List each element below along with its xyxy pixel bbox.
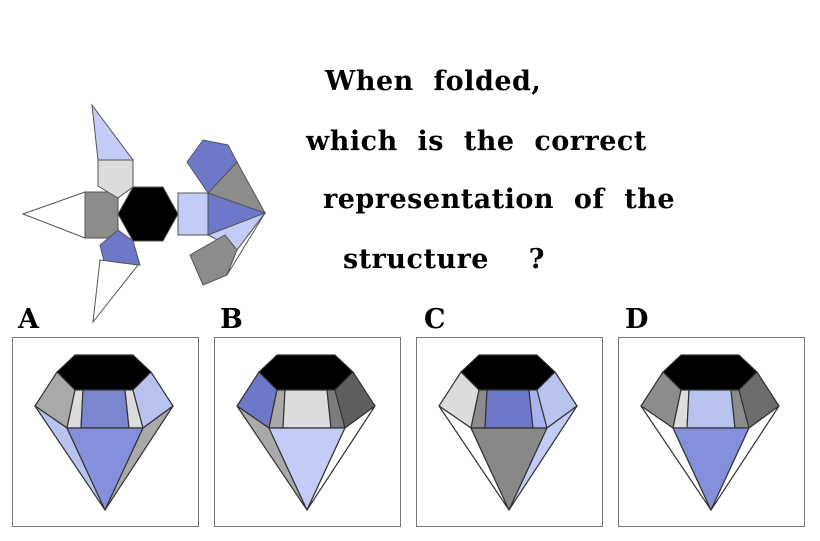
gem-face-mid xyxy=(282,389,332,429)
question-line-4: structure ? xyxy=(343,244,545,275)
net-right-square xyxy=(177,192,209,236)
gem-top-hexagon xyxy=(662,354,758,391)
net-fan-top-square xyxy=(186,139,238,194)
gem-low-right xyxy=(508,405,578,511)
option-a-label: A xyxy=(18,304,39,335)
folding-net-diagram xyxy=(21,103,267,324)
question-line-3: representation of the xyxy=(323,184,676,215)
option-d-box[interactable] xyxy=(618,337,805,527)
gem-top-hexagon xyxy=(258,354,354,391)
net-left-triangle xyxy=(21,191,86,239)
gem-option-b xyxy=(236,354,376,511)
gem-option-c xyxy=(438,354,578,511)
question-line-2: which is the correct xyxy=(306,126,647,157)
option-c-box[interactable] xyxy=(416,337,603,527)
gem-top-hexagon xyxy=(56,354,152,391)
net-hexagon xyxy=(117,186,179,242)
gem-low-right xyxy=(104,405,174,511)
gem-top-hexagon xyxy=(460,354,556,391)
option-d-label: D xyxy=(625,304,649,335)
question-line-1: When folded, xyxy=(325,66,542,97)
gem-face-mid xyxy=(80,389,130,429)
gem-face-mid xyxy=(686,389,736,429)
net-top-triangle xyxy=(91,103,134,161)
option-a-box[interactable] xyxy=(12,337,199,527)
gem-option-d xyxy=(640,354,780,511)
gem-low-right xyxy=(710,405,780,511)
net-fan-bottom-square xyxy=(189,234,238,286)
gem-option-a xyxy=(34,354,174,511)
gem-face-mid xyxy=(484,389,534,429)
option-b-box[interactable] xyxy=(214,337,401,527)
net-left-square xyxy=(84,191,119,239)
net-bottom-triangle xyxy=(92,259,139,324)
net-fan-bottom-triangle xyxy=(226,212,266,276)
option-c-label: C xyxy=(424,304,446,335)
gem-low-right xyxy=(306,405,376,511)
option-b-label: B xyxy=(220,304,243,335)
